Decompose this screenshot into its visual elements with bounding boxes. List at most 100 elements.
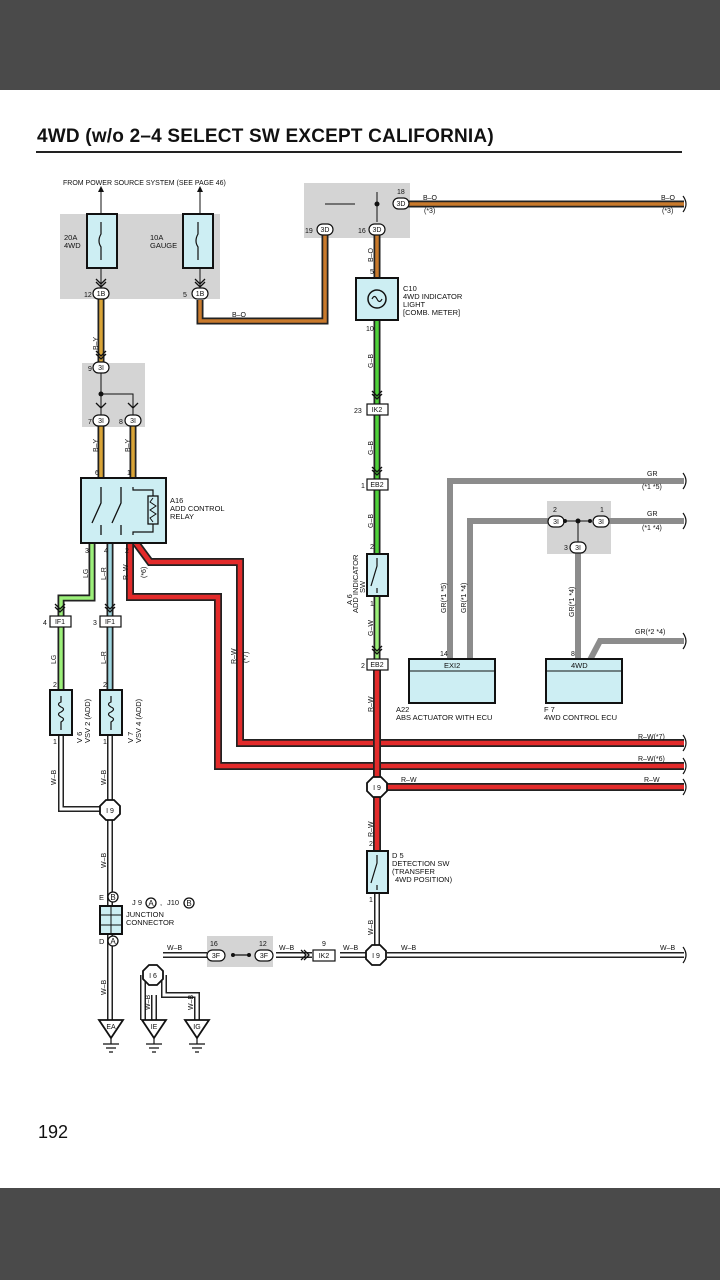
svg-text:I 6: I 6	[149, 973, 157, 980]
c10-code: C10	[403, 284, 417, 293]
svg-text:GR: GR	[647, 471, 658, 478]
svg-text:(*3): (*3)	[424, 208, 435, 215]
svg-text:GR(*1 *5): GR(*1 *5)	[441, 583, 448, 613]
a22-name: ABS ACTUATOR WITH ECU	[396, 713, 492, 722]
svg-text:W–B: W–B	[101, 853, 108, 869]
svg-text:3D: 3D	[321, 227, 330, 234]
fuse-4wd	[86, 213, 118, 269]
f7-name: 4WD CONTROL ECU	[544, 713, 617, 722]
jc-code-a: J 9	[132, 898, 142, 907]
fuse-4wd-rating: 20A	[64, 233, 77, 242]
ground-ie: IE	[140, 1019, 168, 1053]
junction-dots	[98, 201, 592, 957]
svg-text:1: 1	[103, 739, 107, 746]
c10-location: [COMB. METER]	[403, 308, 460, 317]
d5-name-2: (TRANSFER	[392, 867, 436, 876]
c10-name: 4WD INDICATOR	[403, 292, 463, 301]
svg-text:5: 5	[183, 292, 187, 299]
svg-text:W–B: W–B	[401, 945, 417, 952]
pin-numbers: 12 5 19 16 18 5 10 9 7 8 6 1 3 4 2 23 1 …	[43, 189, 604, 948]
svg-text:2: 2	[125, 548, 129, 555]
a6-name-2: SW	[358, 580, 367, 593]
svg-text:R–W(*6): R–W(*6)	[638, 756, 665, 763]
jc-pin-e: E	[99, 893, 104, 902]
junction-connector	[99, 905, 123, 935]
svg-text:1: 1	[370, 601, 374, 608]
svg-text:3I: 3I	[598, 519, 604, 526]
svg-text:3I: 3I	[130, 418, 136, 425]
svg-text:W–B: W–B	[101, 770, 108, 786]
svg-text:(*1 *4): (*1 *4)	[642, 525, 662, 532]
ground-i6: I 6	[142, 964, 164, 986]
connector-3f-16: 3F	[206, 949, 226, 962]
svg-text:2: 2	[369, 841, 373, 848]
svg-text:IK2: IK2	[319, 953, 330, 960]
wire-bo	[196, 200, 684, 325]
svg-text:3F: 3F	[260, 953, 268, 960]
wire-gr	[447, 478, 684, 662]
svg-text:3I: 3I	[98, 365, 104, 372]
v7-name: VSV 4 (ADD)	[134, 698, 143, 743]
d5-name-3: 4WD POSITION)	[395, 875, 453, 884]
svg-text:R–W: R–W	[644, 777, 660, 784]
svg-text:GR(*1 *4): GR(*1 *4)	[461, 583, 468, 613]
svg-text:4: 4	[104, 548, 108, 555]
svg-text:1: 1	[369, 897, 373, 904]
v6-code: V 6	[75, 732, 84, 743]
bottom-bar	[0, 1188, 720, 1280]
wire-color-labels: B–O B–O B–O (*3) (*3) R–W R–W R–W(*7) R–…	[51, 195, 676, 1010]
svg-text:B–O: B–O	[232, 312, 247, 319]
svg-text:A: A	[110, 937, 116, 946]
svg-text:1: 1	[361, 483, 365, 490]
svg-text:GR: GR	[647, 511, 658, 518]
top-bar	[0, 0, 720, 90]
svg-text:L–R: L–R	[101, 567, 108, 580]
jb-internal-link	[100, 373, 592, 542]
svg-text:8: 8	[119, 419, 123, 426]
ground-i9-left: I 9	[99, 799, 121, 821]
svg-text:EB2: EB2	[370, 662, 383, 669]
ground-ig: IG	[183, 1019, 211, 1053]
a6-name: ADD INDICATOR	[351, 554, 360, 613]
svg-text:1B: 1B	[196, 291, 205, 298]
svg-text:G–B: G–B	[368, 354, 375, 368]
v6-vsv	[49, 689, 73, 736]
svg-text:B–Y: B–Y	[125, 438, 132, 452]
svg-text:B–O: B–O	[368, 247, 375, 262]
svg-text:EB2: EB2	[370, 482, 383, 489]
svg-text:8: 8	[571, 651, 575, 658]
svg-text:2: 2	[103, 682, 107, 689]
svg-text:G–B: G–B	[368, 441, 375, 455]
connector-tags: 1B 1B 3D 3D 3D 3I 3I 3I 3I 3I	[49, 197, 610, 962]
connector-3i-right-3: 3I	[569, 541, 587, 554]
svg-text:W–B: W–B	[343, 945, 359, 952]
junction-pins: B A A B	[107, 891, 195, 947]
ground-i9-top: I 9	[366, 776, 388, 798]
connector-3d-19: 3D	[316, 223, 334, 236]
svg-text:3I: 3I	[98, 418, 104, 425]
connector-3i-8: 3I	[124, 414, 142, 427]
svg-text:R–W(*7): R–W(*7)	[638, 734, 665, 741]
fuse-gauge-name: GAUGE	[150, 241, 177, 250]
f7-4wd-terminal: 4WD	[571, 661, 588, 670]
svg-text:3I: 3I	[553, 519, 559, 526]
svg-text:B–O: B–O	[661, 195, 676, 202]
connector-1b-right: 1B	[191, 287, 209, 300]
svg-text:1: 1	[600, 507, 604, 514]
title-rule	[36, 151, 682, 153]
svg-text:6: 6	[95, 470, 99, 477]
connector-3d-16: 3D	[368, 223, 386, 236]
svg-text:LG: LG	[51, 655, 58, 664]
d5-code: D 5	[392, 851, 404, 860]
svg-text:12: 12	[84, 292, 92, 299]
ground-i9-bottom: I 9	[365, 944, 387, 966]
svg-text:GR(*2 *4): GR(*2 *4)	[635, 629, 665, 636]
connector-ik2-top: IK2	[366, 403, 389, 416]
fuse-gauge	[182, 213, 214, 269]
svg-text:R–W: R–W	[123, 564, 130, 580]
svg-text:(*7): (*7)	[243, 652, 250, 663]
f7-code: F 7	[544, 705, 555, 714]
connector-3i-9: 3I	[92, 361, 110, 374]
exi2-terminal: EXI2	[444, 661, 460, 670]
svg-text:IK2: IK2	[372, 407, 383, 414]
